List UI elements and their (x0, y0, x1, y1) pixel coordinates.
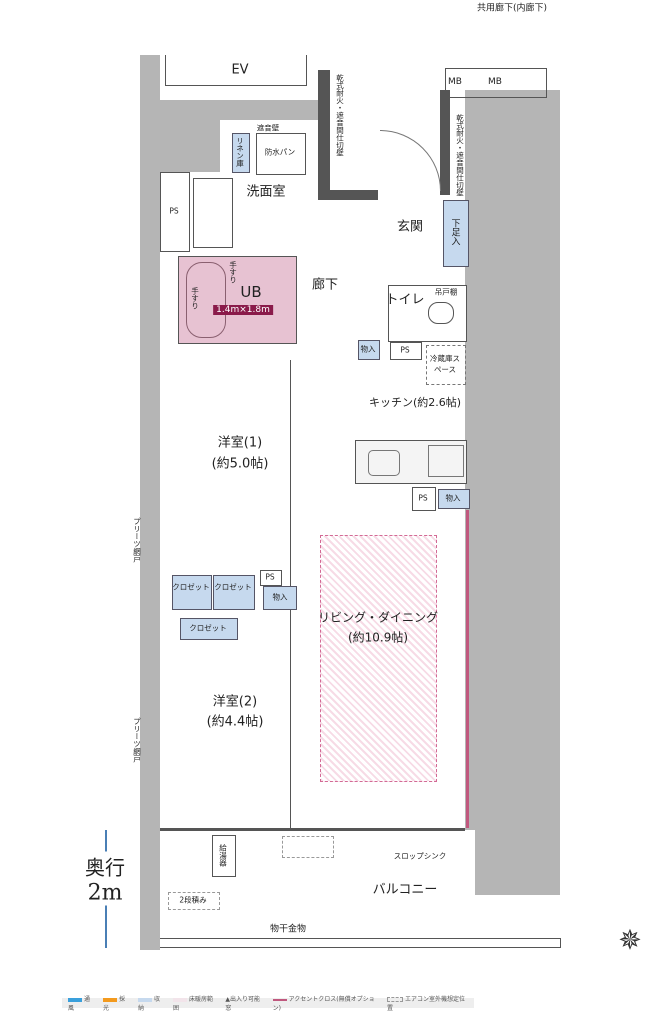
linen-storage (232, 133, 250, 173)
legend-floor-heating: 床暖房範囲 (173, 996, 214, 1012)
sound-wall-label: 遮音壁 (256, 123, 280, 133)
closet (172, 575, 212, 610)
left-wall (140, 55, 160, 830)
balcony-railing (160, 938, 561, 948)
closet-label: クロゼット (172, 582, 210, 592)
mb-box (445, 68, 547, 98)
closet (213, 575, 255, 610)
legend-window: ▲出入り可能窓 (225, 996, 261, 1012)
floor-heating-area (320, 535, 437, 782)
vanity (193, 178, 233, 248)
ac-outdoor-unit (282, 836, 334, 858)
partition-wall (318, 70, 330, 200)
western-room-2-size: (約4.4帖) (206, 714, 264, 730)
shoe-storage-label: 下足入 (449, 218, 460, 246)
ub-label: UB (240, 283, 262, 301)
depth-label: 奥行 (85, 851, 125, 881)
bathtub (186, 262, 226, 338)
legend-ac-unit: エアコン室外機想定位置 (387, 996, 466, 1012)
accent-cloth-line (466, 510, 469, 828)
clothes-hanger-label: 物干金物 (269, 924, 307, 935)
mb-label: MB (488, 77, 502, 87)
fridge-label: 冷蔵庫スペース (430, 354, 460, 374)
storage-label: 物入 (445, 493, 461, 503)
slop-sink-label: スロップシンク (393, 851, 447, 861)
depth-value: 2m (87, 880, 123, 906)
living-size: (約10.9帖) (347, 630, 409, 645)
closet (180, 618, 238, 640)
compass-icon: ✵ (618, 923, 642, 957)
elevator (165, 55, 307, 86)
ps-shaft (160, 172, 190, 252)
ps-label: PS (400, 345, 410, 355)
balcony-label: バルコニー (372, 882, 438, 898)
pleated-screen-label: プリーツ網戸 (132, 717, 142, 763)
right-block (475, 90, 560, 895)
storage-label: 物入 (360, 344, 376, 354)
ps-shaft (390, 342, 422, 360)
ac-outdoor-unit (168, 892, 220, 910)
ps-label: PS (265, 572, 275, 582)
western-room-2-label: 洋室(2) (212, 694, 258, 710)
storage (358, 340, 380, 360)
ev-label: EV (231, 62, 249, 78)
common-corridor-label: 共用廊下(内廊下) (476, 3, 548, 14)
wall-block (160, 120, 220, 172)
water-heater (212, 835, 236, 877)
fridge-space (426, 345, 466, 385)
legend-wind: 通風 (68, 996, 91, 1012)
handrail-label: 手すり (190, 286, 200, 310)
legend-light: 採光 (103, 996, 126, 1012)
entrance-label: 玄関 (396, 219, 424, 235)
ps-shaft (412, 487, 436, 511)
toilet-label: トイレ (385, 292, 425, 308)
stacked-label: 2段積み (179, 895, 207, 905)
partition-wall (318, 190, 378, 200)
ps-label: PS (169, 206, 179, 216)
washroom-label: 洗面室 (246, 184, 286, 200)
right-wall (465, 90, 475, 830)
shoe-storage (443, 200, 469, 267)
partition-label: 乾式耐火・遮音間仕切壁 (455, 113, 465, 197)
living-label: リビング・ダイニング (317, 610, 439, 625)
storage (263, 586, 297, 610)
linen-label: リネン庫 (235, 137, 245, 167)
water-heater-label: 給湯器 (218, 843, 228, 867)
toilet-icon (428, 302, 454, 324)
storage (438, 489, 470, 509)
western-room-1-label: 洋室(1) (217, 435, 263, 451)
western-room-1-size: (約5.0帖) (211, 456, 269, 472)
handrail-label: 手すり (228, 260, 238, 284)
top-wall (160, 100, 320, 120)
storage-label: 物入 (272, 592, 288, 602)
stove-icon (428, 445, 464, 477)
hanging-shelf-label: 吊戸棚 (434, 287, 458, 297)
ub-size-badge: 1.4m×1.8m (213, 305, 273, 315)
legend-storage: 収納 (138, 996, 161, 1012)
hallway-label: 廊下 (311, 277, 339, 293)
balcony-wall (140, 830, 160, 950)
balcony-sash (160, 828, 465, 831)
waterproof-pan-label: 防水パン (264, 147, 296, 157)
partition-wall (440, 90, 450, 195)
mb-label: MB (448, 77, 462, 87)
kitchen-label: キッチン(約2.6帖) (368, 396, 462, 409)
closet-label: クロゼット (214, 582, 252, 592)
ps-label: PS (418, 493, 428, 503)
legend-accent-cloth: アクセントクロス(無償オプション) (272, 996, 375, 1012)
closet-label: クロゼット (189, 623, 227, 633)
entrance-door[interactable] (380, 130, 441, 191)
partition-label: 乾式耐火・遮音間仕切壁 (335, 73, 345, 157)
pleated-screen-label: プリーツ網戸 (132, 517, 142, 563)
sink-icon (368, 450, 400, 476)
legend: 通風 採光 収納 床暖房範囲 ▲出入り可能窓 アクセントクロス(無償オプション)… (62, 996, 474, 1012)
ps-shaft (260, 570, 282, 586)
waterproof-pan (256, 133, 306, 175)
